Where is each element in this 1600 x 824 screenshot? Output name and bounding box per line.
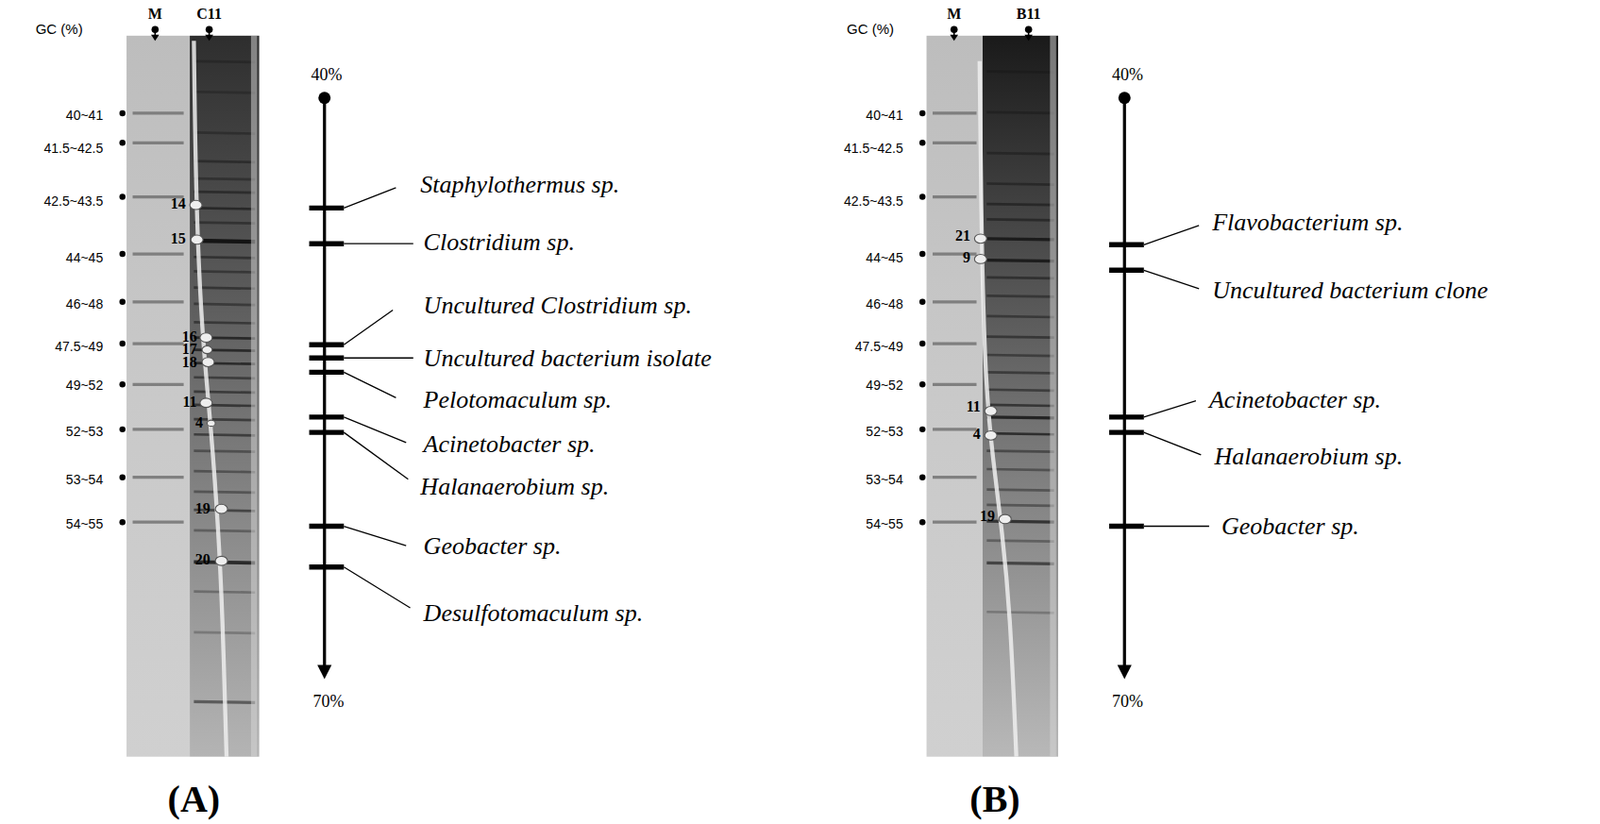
marker-label: 54~55	[865, 517, 903, 531]
species-label: Pelotomaculum sp.	[423, 387, 612, 413]
axis-title: GC (%)	[35, 21, 84, 36]
species-label: Uncultured bacterium isolate	[423, 346, 712, 371]
marker-label: 44~45	[865, 251, 903, 265]
species-label: Uncultured bacterium clone	[1212, 278, 1488, 304]
gel-panel	[126, 35, 260, 758]
band-number: 19	[195, 501, 211, 517]
gel-panel	[926, 35, 1059, 758]
marker-dots	[118, 26, 1032, 526]
marker-label: 54~55	[66, 517, 103, 531]
species-label: Halanaerobium sp.	[1213, 444, 1403, 470]
band-number: 4	[195, 415, 203, 431]
band-number: 11	[183, 394, 198, 410]
marker-label: 42.5~43.5	[843, 194, 904, 208]
species-label: Uncultured Clostridium sp.	[423, 293, 692, 319]
band-number: 14	[170, 196, 186, 212]
marker-label: 40~41	[865, 108, 903, 122]
band-number: 18	[182, 354, 198, 371]
scale-label: 40%	[1111, 66, 1144, 84]
marker-label: 44~45	[66, 251, 103, 265]
marker-label: 49~52	[865, 378, 903, 392]
marker-label: 47.5~49	[855, 339, 904, 354]
marker-label: 41.5~42.5	[843, 141, 904, 155]
band-markers	[189, 200, 1011, 566]
marker-label: 41.5~42.5	[44, 141, 104, 155]
species-label: Geobacter sp.	[423, 534, 562, 559]
lane-label: M	[148, 6, 163, 22]
species-label: Acinetobacter sp.	[423, 432, 596, 457]
panel-label: (B)	[969, 780, 1020, 819]
band-number: 11	[966, 399, 981, 415]
axis-title: GC (%)	[846, 21, 894, 36]
lane-label: B11	[1016, 6, 1042, 22]
band-number: 4	[973, 426, 981, 442]
band-number: 15	[170, 231, 186, 247]
marker-label: 40~41	[66, 108, 103, 122]
gc-scale	[309, 91, 414, 679]
scale-label: 70%	[313, 692, 345, 710]
lane-label: M	[946, 6, 961, 22]
marker-label: 53~54	[66, 472, 103, 487]
marker-label: 52~53	[66, 424, 103, 438]
species-label: Acinetobacter sp.	[1209, 387, 1382, 413]
lane-label: C11	[196, 6, 222, 22]
marker-label: 53~54	[865, 472, 903, 487]
marker-label: 46~48	[865, 297, 903, 311]
species-label: Geobacter sp.	[1221, 514, 1360, 539]
species-label: Halanaerobium sp.	[420, 474, 609, 500]
species-label: Staphylothermus sp.	[420, 172, 620, 198]
marker-label: 49~52	[66, 378, 103, 392]
species-label: Clostridium sp.	[423, 230, 575, 255]
band-number: 20	[195, 552, 211, 568]
scale-label: 70%	[1111, 692, 1144, 710]
band-number: 9	[962, 250, 971, 266]
marker-label: 47.5~49	[54, 339, 103, 354]
scale-label: 40%	[310, 66, 342, 84]
gc-scale	[1109, 91, 1210, 679]
panel-label: (A)	[168, 780, 221, 819]
marker-label: 42.5~43.5	[44, 194, 104, 208]
species-label: Flavobacterium sp.	[1212, 210, 1403, 236]
band-number: 19	[979, 508, 995, 524]
marker-label: 46~48	[66, 297, 103, 311]
band-number: 21	[955, 228, 971, 244]
marker-label: 52~53	[865, 424, 903, 438]
species-label: Desulfotomaculum sp.	[423, 601, 644, 626]
